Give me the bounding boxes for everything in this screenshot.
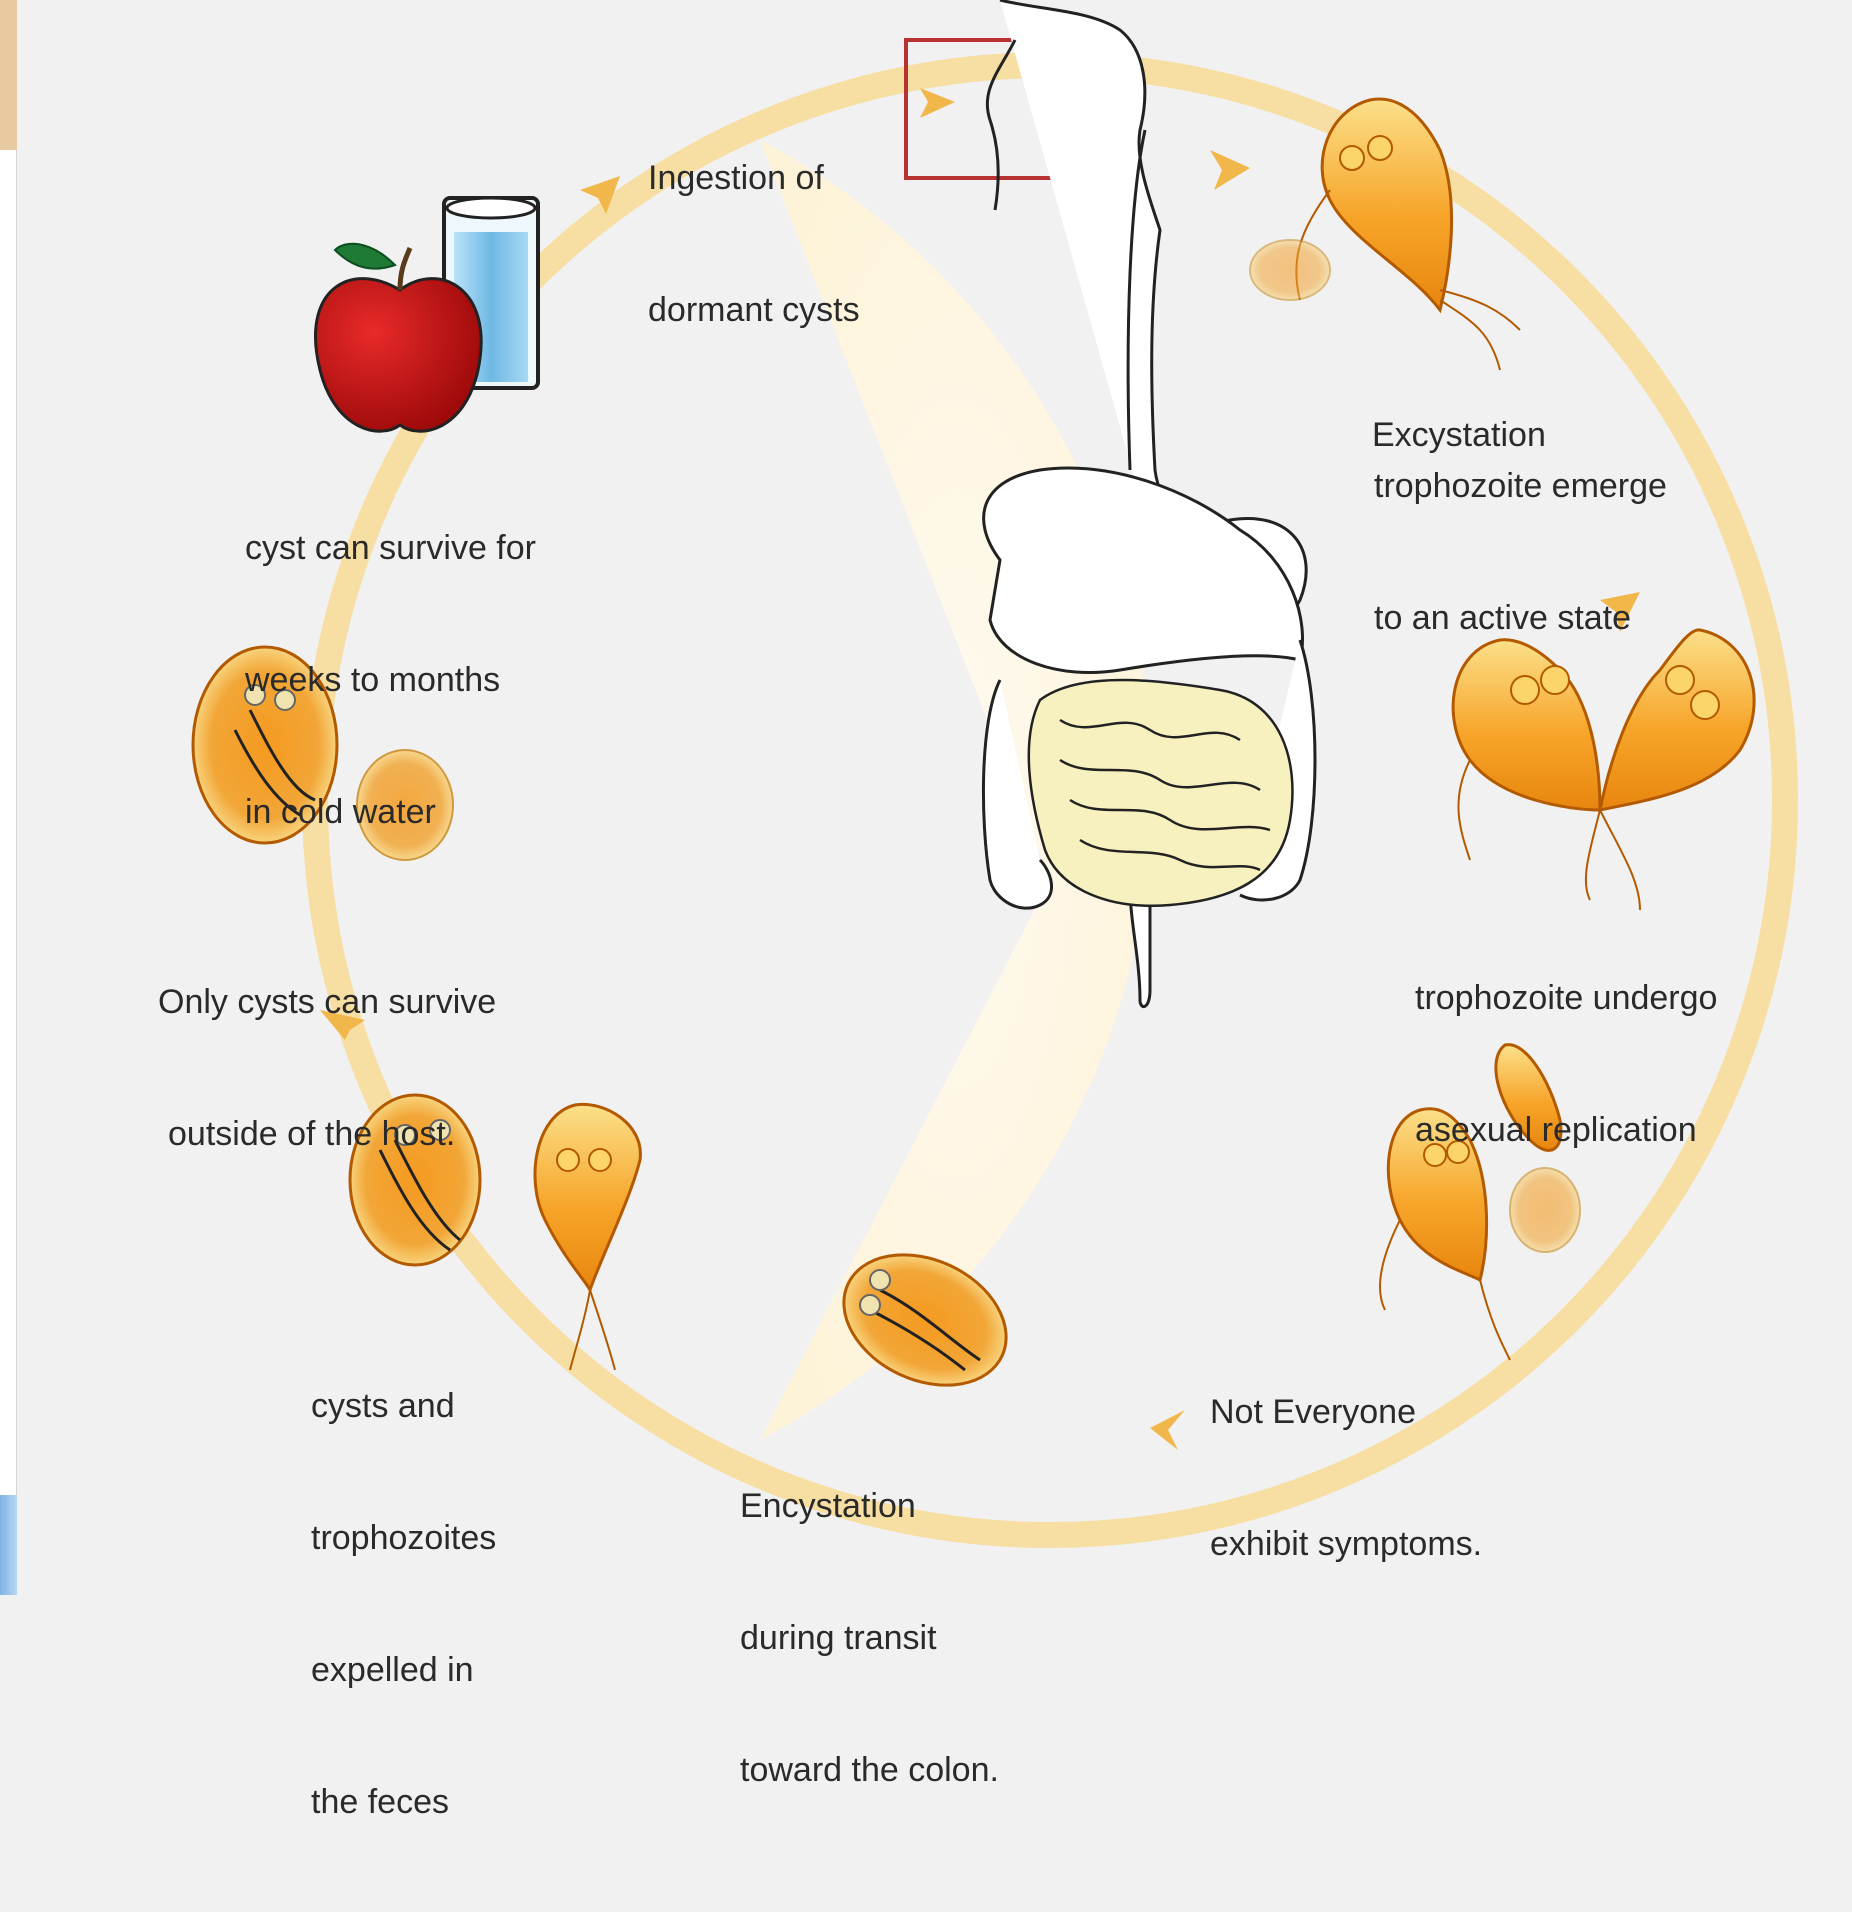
label-line: the feces — [311, 1780, 496, 1824]
cyst-icon — [1250, 240, 1330, 300]
label-line: trophozoites — [311, 1516, 496, 1560]
label-replication: trophozoite undergo asexual replication — [1415, 888, 1717, 1240]
label-line: cysts and — [311, 1384, 496, 1428]
label-survive-outside: Only cysts can survive outside of the ho… — [158, 892, 496, 1244]
label-line: outside of the host. — [158, 1112, 496, 1156]
cyst-icon — [823, 1230, 1028, 1411]
label-ingestion: Ingestion of dormant cysts — [648, 68, 860, 420]
label-excystation-desc: trophozoite emerge to an active state — [1374, 376, 1667, 728]
small-intestine — [1029, 680, 1293, 906]
giardia-life-cycle-diagram: Ingestion of dormant cysts Excystation t… — [0, 0, 1852, 1595]
label-line: trophozoite emerge — [1374, 464, 1667, 508]
label-line: weeks to months — [245, 658, 536, 702]
label-line: in cold water — [245, 790, 536, 834]
label-line: to an active state — [1374, 596, 1667, 640]
label-line: Ingestion of — [648, 156, 860, 200]
label-line: toward the colon. — [740, 1748, 999, 1792]
label-symptoms: Not Everyone exhibit symptoms. — [1210, 1302, 1482, 1654]
label-line: Only cysts can survive — [158, 980, 496, 1024]
label-line: Encystation — [740, 1484, 999, 1528]
label-line: cyst can survive for — [245, 526, 536, 570]
label-line: dormant cysts — [648, 288, 860, 332]
label-line: exhibit symptoms. — [1210, 1522, 1482, 1566]
label-expelled: cysts and trophozoites expelled in the f… — [311, 1296, 496, 1912]
label-line: Not Everyone — [1210, 1390, 1482, 1434]
label-line: expelled in — [311, 1648, 496, 1692]
label-encystation: Encystation during transit toward the co… — [740, 1396, 999, 1880]
label-line: during transit — [740, 1616, 999, 1660]
label-line: trophozoite undergo — [1415, 976, 1717, 1020]
label-line: asexual replication — [1415, 1108, 1717, 1152]
label-cold-water: cyst can survive for weeks to months in … — [245, 438, 536, 922]
